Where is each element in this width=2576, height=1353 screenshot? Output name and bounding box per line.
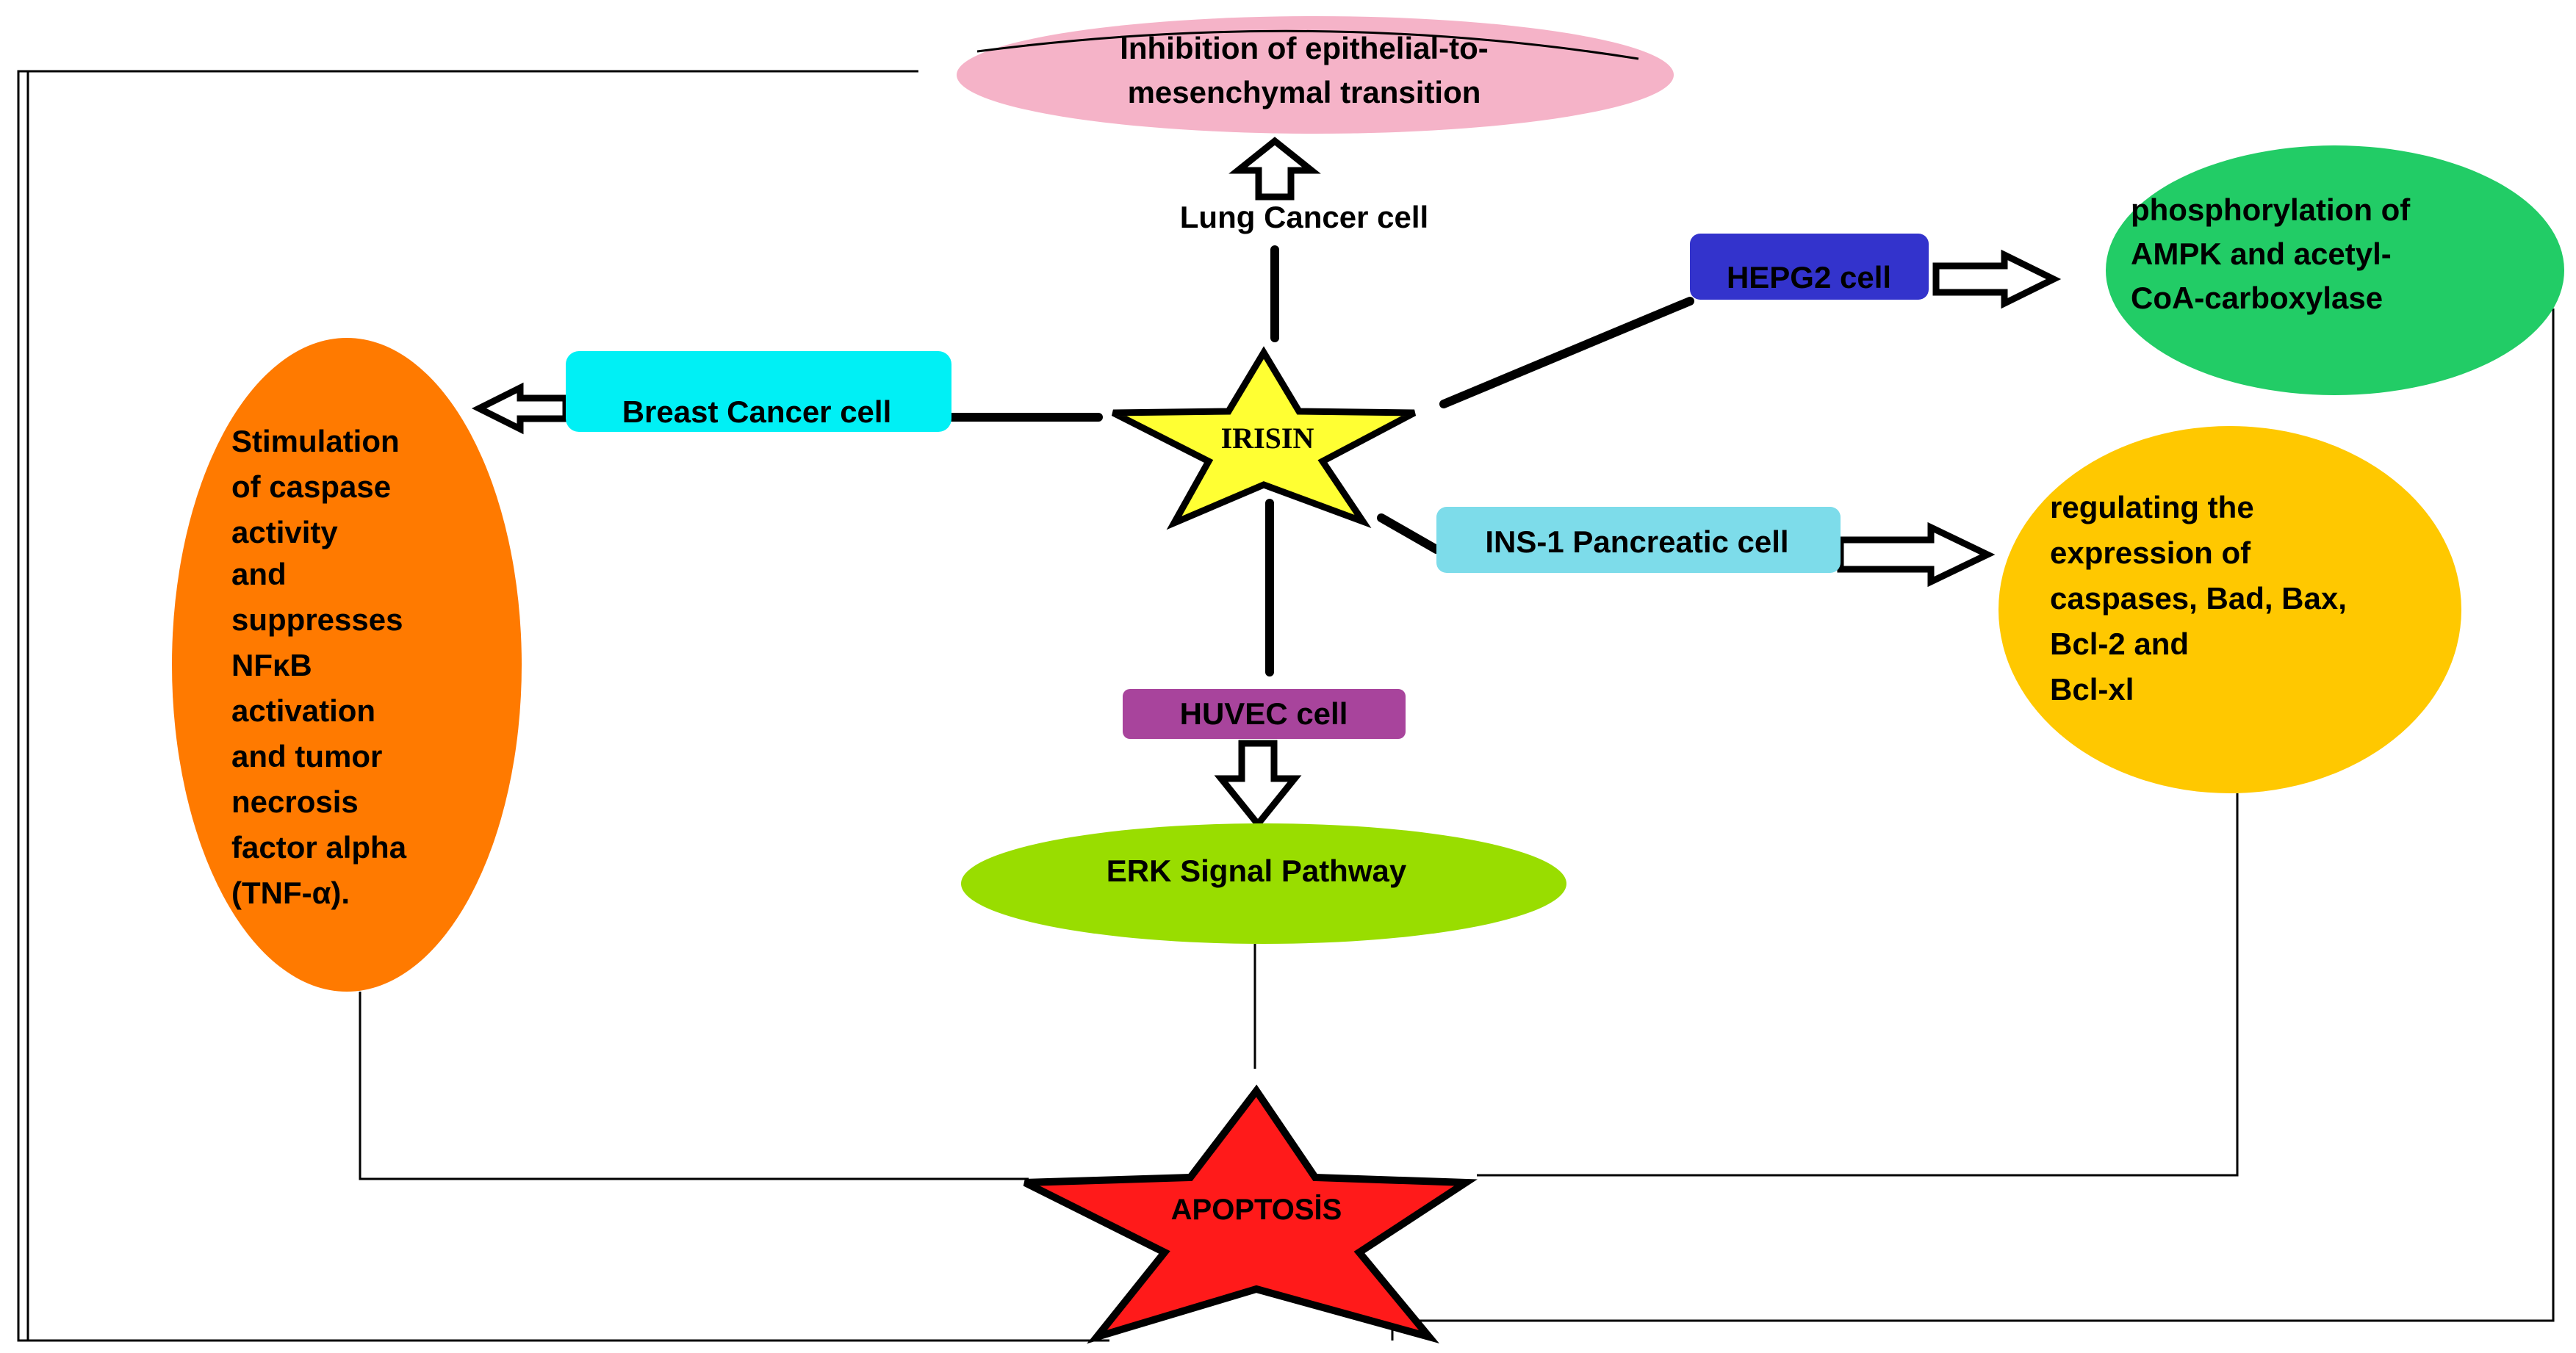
- huvec-cell-node: HUVEC cell: [1123, 689, 1406, 739]
- breast-effect-line-10: factor alpha: [231, 830, 407, 865]
- arrow-huvec-down: [1214, 740, 1302, 830]
- breast-cell-node: Breast Cancer cell: [566, 351, 951, 432]
- breast-effect-line-11: (TNF-α).: [231, 876, 350, 910]
- lung-effect-node: Inhibition of epithelial-to- mesenchymal…: [957, 16, 1674, 134]
- ins1-effect-line-2: expression of: [2050, 535, 2251, 570]
- breast-effect-line-1: Stimulation: [231, 424, 400, 458]
- irisin-label: IRISIN: [1221, 422, 1314, 455]
- outer-right-loop-line: [1391, 309, 2555, 1341]
- breast-effect-line-4: and: [231, 557, 287, 591]
- breast-cell-box: [566, 351, 951, 432]
- lung-effect-line-2: mesenchymal transition: [1128, 75, 1481, 109]
- ins1-effect-line-3: caspases, Bad, Bax,: [2050, 581, 2347, 616]
- irisin-star: [1111, 346, 1417, 530]
- hollow-arrows: [471, 137, 2062, 830]
- ins1-effect-line-4: Bcl-2 and: [2050, 627, 2189, 661]
- breast-effect-line-2: of caspase: [231, 469, 391, 504]
- hepg2-effect-line-3: CoA-carboxylase: [2131, 281, 2383, 315]
- breast-effect-line-6: NFκB: [231, 648, 312, 682]
- ins1-cell-label: INS-1 Pancreatic cell: [1485, 524, 1788, 559]
- breast-effect-line-7: activation: [231, 693, 375, 728]
- arrow-lung-up: [1228, 137, 1321, 201]
- spoke-hepg2: [1439, 297, 1694, 408]
- ins1-effect-line-5: Bcl-xl: [2050, 672, 2134, 707]
- irisin-spokes: [947, 245, 1694, 676]
- lung-effect-ellipse: [957, 16, 1674, 134]
- ins1-cell-box: [1436, 507, 1841, 573]
- spoke-ins1: [1377, 513, 1441, 554]
- erk-node: ERK Signal Pathway: [961, 823, 1566, 944]
- ins1-cell-node: INS-1 Pancreatic cell: [1436, 507, 1841, 573]
- hepg2-effect-node: phosphorylation of AMPK and acetyl- CoA-…: [2106, 145, 2564, 395]
- breast-effect-line-9: necrosis: [231, 784, 359, 819]
- breast-effect-line-3: activity: [231, 515, 338, 549]
- breast-effect-ellipse: [172, 338, 522, 992]
- hepg2-effect-line-2: AMPK and acetyl-: [2131, 237, 2392, 271]
- lung-effect-scribble: [976, 29, 1639, 60]
- hepg2-cell-box: [1690, 234, 1929, 300]
- breast-to-apoptosis-line: [359, 992, 1029, 1180]
- breast-effect-line-5: suppresses: [231, 602, 403, 637]
- apoptosis-label: APOPTOSİS: [1171, 1194, 1342, 1226]
- hepg2-effect-ellipse: [2106, 145, 2564, 395]
- breast-effect-node: Stimulation of caspase activity and supp…: [172, 338, 522, 992]
- connector-lines: [17, 70, 2555, 1342]
- ins1-effect-node: regulating the expression of caspases, B…: [1998, 426, 2461, 793]
- lung-effect-line-1: Inhibition of epithelial-to-: [1120, 31, 1489, 65]
- breast-effect-line-8: and tumor: [231, 739, 382, 773]
- hepg2-cell-node: HEPG2 cell: [1690, 234, 1929, 300]
- apoptosis-node: APOPTOSİS: [1023, 1084, 1478, 1344]
- arrow-breast-left: [471, 382, 569, 435]
- ins1-effect-line-1: regulating the: [2050, 490, 2254, 524]
- apoptosis-star: [1023, 1084, 1478, 1344]
- huvec-cell-label: HUVEC cell: [1180, 696, 1348, 731]
- hepg2-cell-label: HEPG2 cell: [1727, 260, 1891, 295]
- hepg2-effect-line-1: phosphorylation of: [2131, 192, 2411, 227]
- huvec-cell-box: [1123, 689, 1406, 739]
- outer-left-loop-line: [17, 70, 1109, 1342]
- ins1-to-apoptosis-line: [1477, 793, 2239, 1177]
- lung-cell-label: Lung Cancer cell: [1180, 200, 1428, 234]
- ins1-effect-ellipse: [1998, 426, 2461, 793]
- irisin-node: IRISIN: [1111, 346, 1417, 530]
- erk-ellipse: [961, 823, 1566, 944]
- arrow-ins1-right: [1837, 522, 1996, 588]
- breast-cell-label: Breast Cancer cell: [622, 394, 892, 429]
- erk-label: ERK Signal Pathway: [1107, 854, 1407, 888]
- arrow-hepg2-right: [1932, 249, 2062, 309]
